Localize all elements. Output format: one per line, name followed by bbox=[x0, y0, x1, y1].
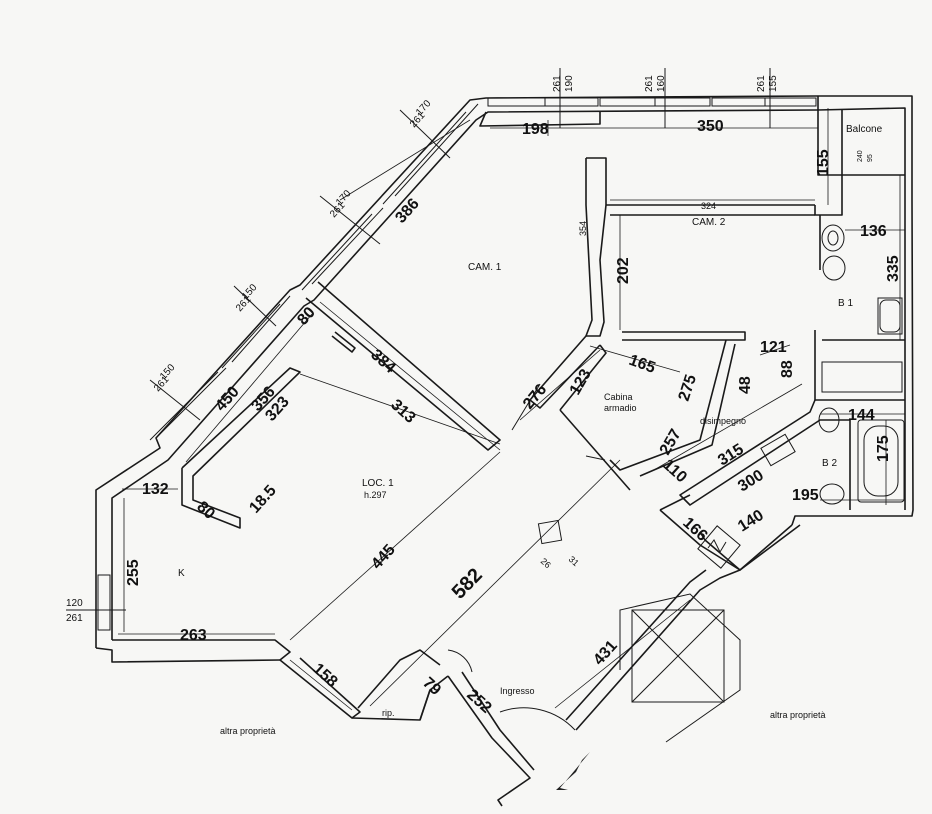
dim-132: 132 bbox=[142, 481, 169, 498]
dim-300: 300 bbox=[735, 467, 767, 496]
dim-582: 582 bbox=[448, 564, 487, 603]
window-2-top: 160 bbox=[656, 75, 667, 92]
room-label-ingresso: Ingresso bbox=[500, 686, 535, 696]
room-label-loc1-height: h.297 bbox=[364, 490, 387, 500]
room-label-b2: B 2 bbox=[822, 458, 837, 469]
dim-79: 79 bbox=[419, 674, 444, 699]
room-label-b1: B 1 bbox=[838, 298, 853, 309]
dim-175: 175 bbox=[875, 435, 892, 462]
room-label-k: K bbox=[178, 568, 185, 579]
room-label-armadio: armadio bbox=[604, 403, 637, 413]
dim-158: 158 bbox=[309, 660, 340, 691]
window-3-bottom: 261 bbox=[756, 75, 767, 92]
room-label-rip: rip. bbox=[382, 708, 395, 718]
exterior-walls bbox=[95, 95, 914, 807]
room-label-cam1: CAM. 1 bbox=[468, 262, 502, 273]
dim-252: 252 bbox=[463, 686, 494, 717]
dim-136: 136 bbox=[860, 223, 887, 240]
window-1-top: 190 bbox=[564, 75, 575, 92]
dim-386: 386 bbox=[392, 195, 423, 226]
dim-121: 121 bbox=[760, 339, 787, 356]
dim-324: 324 bbox=[701, 201, 716, 211]
window-1-bottom: 261 bbox=[552, 75, 563, 92]
dim-80a: 80 bbox=[294, 304, 319, 329]
room-label-loc1: LOC. 1 bbox=[362, 478, 394, 489]
dim-255: 255 bbox=[125, 559, 142, 586]
entrance-arrow-icon bbox=[556, 752, 590, 790]
dim-315: 315 bbox=[715, 441, 747, 470]
dim-354: 354 bbox=[578, 221, 588, 236]
dim-144: 144 bbox=[848, 407, 875, 424]
dim-350: 350 bbox=[697, 118, 724, 135]
room-label-balcone: Balcone bbox=[846, 124, 883, 135]
dim-18-5: 18.5 bbox=[246, 482, 280, 517]
dimension-labels: 198 350 155 324 354 202 136 335 386 80 3… bbox=[125, 118, 902, 717]
dim-140: 140 bbox=[735, 507, 767, 536]
doors bbox=[447, 383, 606, 731]
room-labels: CAM. 1 CAM. 2 Balcone B 1 B 2 LOC. 1 h.2… bbox=[178, 124, 883, 736]
window-3-top: 155 bbox=[768, 75, 779, 92]
window-labels: 190 261 160 261 155 261 170 261 170 261 … bbox=[66, 75, 874, 624]
room-label-cam2: CAM. 2 bbox=[692, 217, 726, 228]
room-label-cabina: Cabina bbox=[604, 392, 633, 402]
balcone-window-top: 95 bbox=[867, 154, 874, 162]
window-left bbox=[97, 574, 111, 631]
dim-313: 313 bbox=[387, 396, 418, 427]
window-8-bottom: 261 bbox=[66, 613, 83, 624]
dimension-lines bbox=[118, 108, 905, 711]
dim-110: 110 bbox=[659, 456, 690, 486]
room-label-altra-left: altra proprietà bbox=[220, 726, 276, 736]
window-8-top: 120 bbox=[66, 598, 83, 609]
window-marker-lines bbox=[66, 68, 771, 611]
dim-335: 335 bbox=[885, 255, 902, 282]
dim-198: 198 bbox=[522, 121, 549, 138]
dim-263: 263 bbox=[180, 627, 207, 644]
windows-diagonal bbox=[149, 103, 479, 441]
room-label-disimpegno: disimpegno bbox=[700, 416, 746, 426]
dim-155: 155 bbox=[815, 149, 832, 176]
window-2-bottom: 261 bbox=[644, 75, 655, 92]
dim-48: 48 bbox=[737, 376, 754, 394]
dim-450: 450 bbox=[212, 383, 243, 414]
dim-88: 88 bbox=[779, 360, 796, 378]
dim-165: 165 bbox=[627, 352, 658, 377]
sanitary-fixtures bbox=[697, 224, 905, 569]
balcone-window-bottom: 240 bbox=[857, 150, 864, 162]
dim-275: 275 bbox=[676, 372, 700, 403]
interior-walls bbox=[181, 96, 905, 721]
room-label-altra-right: altra proprietà bbox=[770, 710, 826, 720]
dim-26: 26 bbox=[539, 556, 553, 570]
dim-31: 31 bbox=[567, 554, 581, 568]
dim-257: 257 bbox=[657, 426, 685, 458]
dim-276: 276 bbox=[520, 381, 550, 412]
dim-202: 202 bbox=[615, 257, 632, 284]
dim-195: 195 bbox=[792, 487, 819, 504]
windows-top bbox=[487, 97, 817, 107]
